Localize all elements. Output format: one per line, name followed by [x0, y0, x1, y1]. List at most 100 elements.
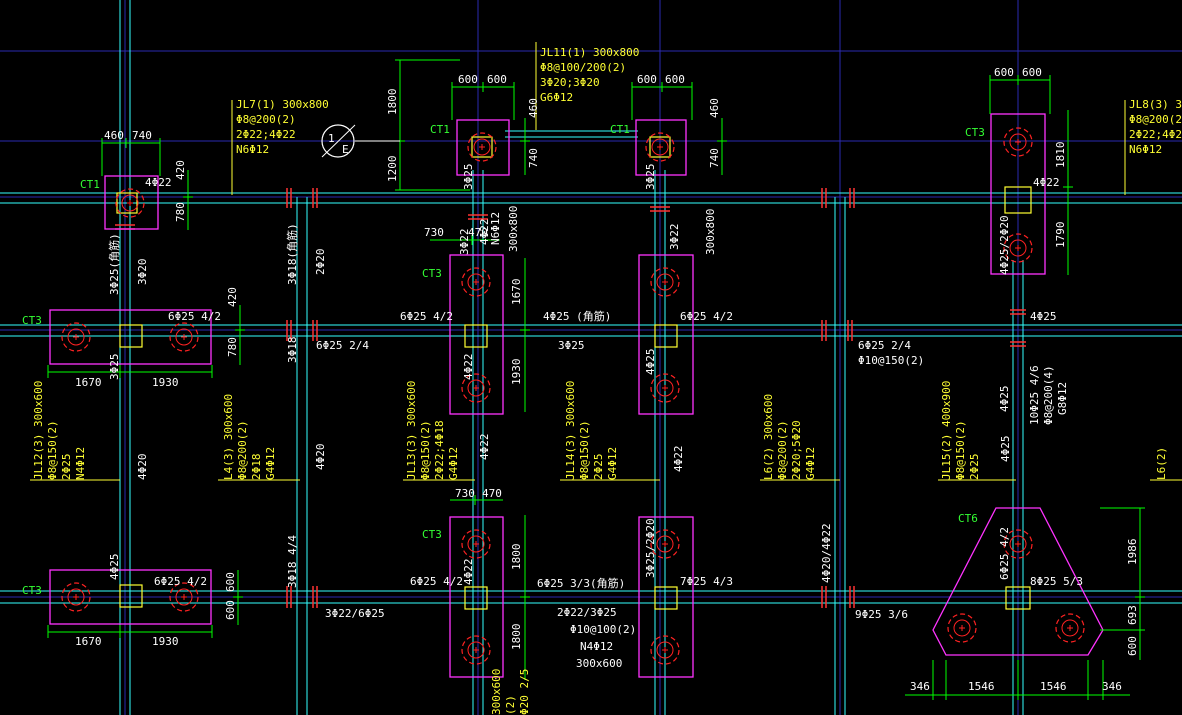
svg-text:693: 693	[1126, 605, 1139, 625]
svg-text:Φ8@100/200(2): Φ8@100/200(2)	[540, 61, 626, 74]
pile-inner	[473, 138, 491, 156]
pile-inner	[175, 588, 193, 606]
svg-text:3Φ20;3Φ20: 3Φ20;3Φ20	[540, 76, 600, 89]
cap-label: CT1	[430, 123, 450, 136]
svg-text:8Φ25 5/3: 8Φ25 5/3	[1030, 575, 1083, 588]
svg-text:600: 600	[1126, 636, 1139, 656]
svg-text:300x600: 300x600	[490, 669, 503, 715]
pile-outer	[650, 267, 680, 297]
svg-text:4Φ25: 4Φ25	[999, 436, 1012, 463]
pile-outer	[169, 582, 199, 612]
cap-label: CT1	[610, 123, 630, 136]
svg-text:G4Φ12: G4Φ12	[264, 447, 277, 480]
svg-text:1930: 1930	[510, 359, 523, 386]
svg-text:6Φ25 4/2: 6Φ25 4/2	[154, 575, 207, 588]
svg-text:4Φ25/2Φ20: 4Φ25/2Φ20	[998, 215, 1011, 275]
pile-outer	[467, 132, 497, 162]
beam-tag-jl15: JL15(2) 400x900 Φ8@150(2) 2Φ25	[940, 381, 981, 480]
svg-text:2Φ20;5Φ20: 2Φ20;5Φ20	[790, 420, 803, 480]
pile-caps	[49, 113, 1104, 678]
svg-text:G6Φ12: G6Φ12	[540, 91, 573, 104]
svg-text:3Φ18 4/4: 3Φ18 4/4	[286, 535, 299, 588]
svg-text:JL15(2) 400x900: JL15(2) 400x900	[940, 381, 953, 480]
pile-inner	[467, 273, 485, 291]
svg-text:1930: 1930	[152, 635, 179, 648]
pile-cap-ct1-a	[104, 175, 159, 230]
svg-text:Φ8@200(4): Φ8@200(4)	[1042, 365, 1055, 425]
svg-text:730: 730	[455, 487, 475, 500]
svg-text:6Φ25 4/2: 6Φ25 4/2	[998, 527, 1011, 580]
section-number: 1	[328, 132, 335, 145]
piles	[61, 127, 1085, 665]
svg-text:730: 730	[424, 226, 444, 239]
dimension-lines	[47, 59, 1145, 700]
pile-inner	[1009, 133, 1027, 151]
svg-text:G4Φ12: G4Φ12	[447, 447, 460, 480]
svg-text:420: 420	[226, 287, 239, 307]
svg-text:2Φ20: 2Φ20	[314, 249, 327, 276]
svg-text:Φ8@200(2): Φ8@200(2)	[776, 420, 789, 480]
svg-text:1800: 1800	[510, 544, 523, 571]
pile-inner	[1009, 535, 1027, 553]
svg-text:2Φ22/3Φ25: 2Φ22/3Φ25	[557, 606, 617, 619]
svg-text:1930: 1930	[152, 376, 179, 389]
pile-inner	[651, 138, 669, 156]
svg-text:740: 740	[708, 148, 721, 168]
svg-text:3Φ25: 3Φ25	[558, 339, 585, 352]
beam-tag-jl12: JL12(3) 300x600 Φ8@150(2) 2Φ25 N4Φ12	[32, 381, 87, 480]
beam-tag-jl11: JL11(1) 300x800 Φ8@100/200(2) 3Φ20;3Φ20 …	[540, 46, 639, 104]
svg-text:4Φ25: 4Φ25	[1030, 310, 1057, 323]
pile-inner	[953, 619, 971, 637]
svg-text:1810: 1810	[1054, 142, 1067, 169]
rebar-break-marks	[115, 188, 1026, 608]
svg-text:300x800: 300x800	[507, 206, 520, 252]
svg-text:Φ20 2/5: Φ20 2/5	[518, 669, 531, 715]
svg-text:4Φ25: 4Φ25	[998, 386, 1011, 413]
svg-text:346: 346	[910, 680, 930, 693]
svg-text:JL14(3) 300x600: JL14(3) 300x600	[564, 381, 577, 480]
beam-tag-l6b: L6(2)	[1155, 447, 1168, 480]
pile-outer	[61, 582, 91, 612]
pile-outer	[1003, 529, 1033, 559]
svg-text:4Φ22: 4Φ22	[145, 176, 172, 189]
svg-text:4Φ22: 4Φ22	[672, 446, 685, 473]
beam-tag-jl13: JL13(3) 300x600 Φ8@150(2) 2Φ22;4Φ18 G4Φ1…	[405, 381, 460, 480]
pile-cap-ct3-center-mid-a	[449, 254, 504, 415]
svg-text:6Φ25 4/2: 6Φ25 4/2	[410, 575, 463, 588]
cap-label: CT6	[958, 512, 978, 525]
pile-outer	[61, 322, 91, 352]
svg-text:N6Φ12: N6Φ12	[236, 143, 269, 156]
svg-text:Φ8@200(2): Φ8@200(2)	[236, 420, 249, 480]
svg-text:3Φ25: 3Φ25	[462, 164, 475, 191]
svg-text:N4Φ12: N4Φ12	[580, 640, 613, 653]
svg-text:L6(2) 300x600: L6(2) 300x600	[762, 394, 775, 480]
svg-text:6Φ25 4/2: 6Φ25 4/2	[680, 310, 733, 323]
svg-text:1670: 1670	[75, 635, 102, 648]
svg-text:470: 470	[482, 487, 502, 500]
pile-cap-ct6	[932, 507, 1104, 656]
svg-text:Φ8@200(2): Φ8@200(2)	[236, 113, 296, 126]
svg-text:780: 780	[174, 202, 187, 222]
pile-cap-ct3-center-mid-b	[638, 254, 694, 415]
pile-outer	[650, 529, 680, 559]
svg-text:1670: 1670	[75, 376, 102, 389]
svg-text:300x600: 300x600	[576, 657, 622, 670]
pile-inner	[467, 379, 485, 397]
leader-lines	[30, 42, 1182, 481]
svg-text:4Φ22: 4Φ22	[462, 559, 475, 586]
svg-text:G4Φ12: G4Φ12	[606, 447, 619, 480]
svg-text:740: 740	[527, 148, 540, 168]
cap-label: CT3	[422, 528, 442, 541]
svg-text:10Φ25 4/6: 10Φ25 4/6	[1028, 365, 1041, 425]
svg-text:460: 460	[527, 98, 540, 118]
svg-text:3Φ25(角筋): 3Φ25(角筋)	[107, 233, 121, 295]
svg-text:600: 600	[224, 572, 237, 592]
pile-outer	[645, 132, 675, 162]
svg-text:600: 600	[224, 600, 237, 620]
pile-outer	[650, 635, 680, 665]
svg-text:600: 600	[994, 66, 1014, 79]
cap-label: CT1	[80, 178, 100, 191]
svg-text:4Φ20: 4Φ20	[314, 444, 327, 471]
svg-text:1800: 1800	[386, 89, 399, 116]
